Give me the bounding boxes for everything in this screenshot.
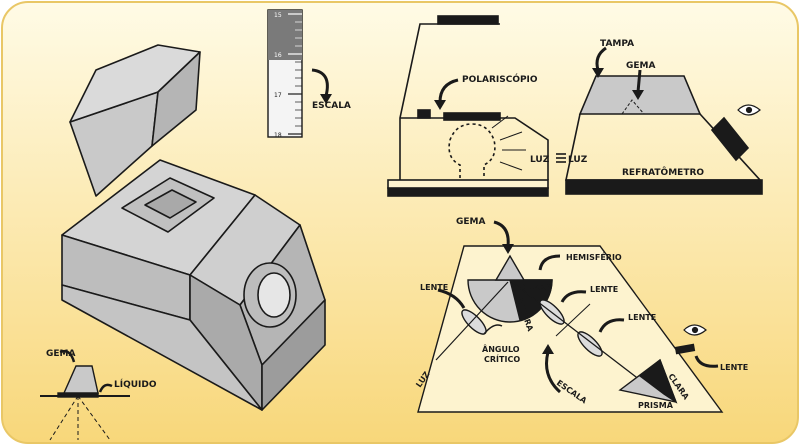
arrow-tampa-head [592, 68, 604, 78]
scale-ticks: 15 16 17 18 [274, 12, 302, 139]
gem-under-cover [621, 99, 646, 115]
arrow-polariscopio [438, 78, 459, 103]
scale-tick-label: 18 [274, 132, 282, 139]
ray-incoming [435, 281, 509, 361]
prism-dark [638, 358, 678, 404]
label-polariscopio: POLARISCÓPIO [462, 73, 538, 85]
polariscope-knob [417, 109, 431, 119]
arrow-gema-top-head [632, 90, 644, 100]
label-tampa: TAMPA [600, 39, 634, 49]
light-ray-1 [499, 131, 523, 141]
label-prisma: PRISMA [638, 401, 674, 410]
label-gema-top: GEMA [626, 61, 655, 71]
light-bulb [448, 123, 496, 178]
arrow-escala-top [311, 68, 329, 97]
arrow-liquido [98, 383, 113, 393]
eye-icon-bottom-pupil [691, 326, 699, 334]
label-hemisferio: HEMISFÉRIO [566, 251, 622, 262]
label-lente-4: LENTE [720, 363, 748, 372]
refractometer-eyepiece [710, 116, 750, 162]
arrow-escala-top-head [320, 94, 332, 104]
polariscope [387, 15, 566, 197]
arrow-critico [483, 324, 503, 335]
label-lente-1: LENTE [420, 283, 448, 292]
prism-window [144, 189, 197, 219]
refractometer-device [61, 44, 326, 411]
scale-tick-label: 17 [274, 92, 282, 99]
arrow-hemisferio [538, 254, 561, 271]
polariscope-lower-lens [443, 112, 501, 121]
light-ray-4 [491, 115, 509, 129]
label-critico: CRÍTICO [484, 353, 520, 364]
eyepiece-small [674, 343, 696, 355]
light-ray-right [77, 395, 111, 441]
arrow-lente-3 [598, 318, 625, 333]
light-ray-3 [499, 161, 523, 171]
light-ray-left [49, 395, 79, 441]
label-clara-1: CLARA [522, 283, 552, 292]
label-lente-3: LENTE [628, 313, 656, 322]
scale-strip: 15 16 17 18 [267, 9, 303, 139]
scale-tick-label: 15 [274, 12, 282, 19]
label-luz-polariscopio-1: LUZ [530, 155, 550, 165]
gem-small [62, 365, 99, 394]
arrow-gema-top [636, 69, 642, 93]
polariscope-base-top [387, 179, 549, 189]
device-base-front [261, 299, 326, 411]
eyepiece-inner [257, 272, 291, 318]
label-luz-polariscopio-2: LUZ [568, 155, 588, 165]
label-angulo: ÂNGULO [482, 343, 520, 354]
ray-outgoing [511, 281, 641, 381]
eye-icon-top [737, 104, 761, 116]
arrow-polariscopio-head [434, 100, 446, 110]
scale-dark-zone [268, 10, 302, 60]
label-liquido: LÍQUIDO [114, 378, 157, 390]
label-gema-diagram: GEMA [456, 217, 485, 227]
arrow-gema-diagram-head [502, 244, 514, 254]
eye-icon-bottom [683, 324, 707, 336]
arrow-lente-2 [560, 290, 587, 303]
scale-line-diagram [555, 303, 591, 337]
arrow-gema-diagram [493, 220, 510, 247]
device-base-left [61, 284, 263, 411]
arrow-tampa [595, 46, 607, 71]
label-escala-top: ESCALA [312, 101, 351, 111]
refractometer-base [565, 179, 763, 195]
arrow-lente-4 [694, 355, 719, 368]
gem-on-liquid [40, 365, 130, 441]
arrow-escala-diagram-head [542, 344, 554, 354]
scale-tick-label: 16 [274, 52, 282, 59]
label-lente-2: LENTE [590, 285, 618, 294]
polariscope-base [387, 187, 549, 197]
gem-diagram [494, 254, 526, 281]
label-refratometro: REFRATÔMETRO [622, 166, 704, 178]
polariscope-top-lens [437, 15, 499, 25]
label-gema-left: GEMA [46, 349, 75, 359]
arrow-escala-diagram [545, 351, 562, 394]
arrow-lente-1 [437, 288, 466, 309]
device-lid-side [151, 51, 201, 147]
arrow-gema-left [59, 349, 76, 363]
eye-icon-top-pupil [745, 106, 753, 114]
